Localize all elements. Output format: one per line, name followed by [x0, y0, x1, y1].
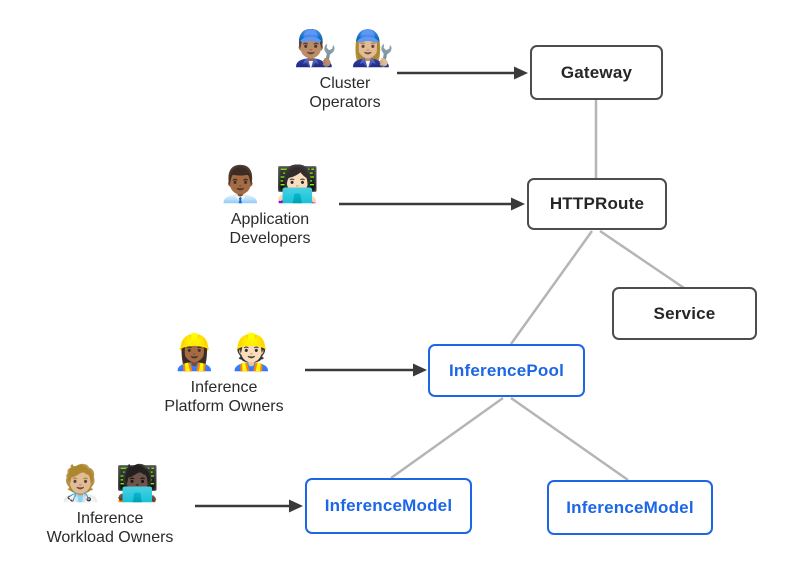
arrow-head	[514, 66, 528, 80]
cluster-operators-label-line2: Operators	[309, 94, 381, 111]
inference-workload-owners-emoji: 🧑🏼‍⚕️ 🧑🏿‍💻	[58, 464, 162, 503]
connector-inferencepool-inferencemodel-right	[510, 396, 629, 482]
arrow-inference-workload-owners-inferencemodel	[195, 499, 303, 513]
connector-httproute-inferencepool	[509, 230, 594, 345]
arrow-head	[413, 363, 427, 377]
arrow-cluster-operators-gateway	[397, 66, 528, 80]
persona-inference-workload-owners: 🧑🏼‍⚕️ 🧑🏿‍💻 Inference Workload Owners	[0, 461, 220, 547]
inference-platform-owners-emoji: 👷🏾‍♀️ 👷🏻	[172, 333, 276, 372]
persona-cluster-operators: 👨🏽‍🔧 👩🏼‍🔧 Cluster Operators	[235, 26, 455, 112]
connector-inferencepool-inferencemodel-left	[390, 396, 504, 480]
arrow-inference-platform-owners-inferencepool	[305, 363, 427, 377]
application-developers-label-line1: Application	[230, 211, 310, 228]
inference-workload-owners-label: Inference Workload Owners	[0, 509, 220, 547]
application-developers-label: Application Developers	[160, 210, 380, 248]
cluster-operators-emoji: 👨🏽‍🔧 👩🏼‍🔧	[293, 29, 397, 68]
node-inferencemodel-right-label: InferenceModel	[566, 497, 694, 517]
application-developers-label-line2: Developers	[229, 230, 311, 247]
arrow-head	[511, 197, 525, 211]
node-service-label: Service	[653, 303, 716, 323]
node-inferencemodel-left-label: InferenceModel	[324, 496, 453, 515]
inference-workload-owners-label-line2: Workload Owners	[46, 529, 174, 546]
node-gateway-label: Gateway	[560, 62, 633, 82]
node-gateway: Gateway	[530, 45, 663, 100]
inference-workload-owners-label-line1: Inference	[76, 510, 144, 527]
inference-platform-owners-label-line2: Platform Owners	[164, 398, 284, 415]
cluster-operators-label-line1: Cluster	[319, 75, 371, 92]
node-httproute-label: HTTPRoute	[549, 194, 645, 213]
node-service: Service	[612, 287, 757, 340]
cluster-operators-label: Cluster Operators	[235, 74, 455, 112]
node-httproute: HTTPRoute	[527, 178, 667, 230]
node-inferencepool-label: InferencePool	[448, 360, 565, 380]
inference-platform-owners-label-line1: Inference	[190, 379, 258, 396]
connector-httproute-service	[599, 229, 685, 290]
node-inferencemodel-right: InferenceModel	[547, 480, 713, 535]
persona-inference-platform-owners: 👷🏾‍♀️ 👷🏻 Inference Platform Owners	[114, 330, 334, 416]
application-developers-emoji: 👨🏾‍💼 👩🏻‍💻	[218, 165, 322, 204]
persona-application-developers: 👨🏾‍💼 👩🏻‍💻 Application Developers	[160, 162, 380, 248]
inference-platform-owners-label: Inference Platform Owners	[114, 378, 334, 416]
node-inferencepool: InferencePool	[428, 344, 585, 397]
arrow-application-developers-httproute	[339, 197, 525, 211]
node-inferencemodel-left: InferenceModel	[305, 478, 472, 534]
arrow-head	[289, 499, 303, 513]
